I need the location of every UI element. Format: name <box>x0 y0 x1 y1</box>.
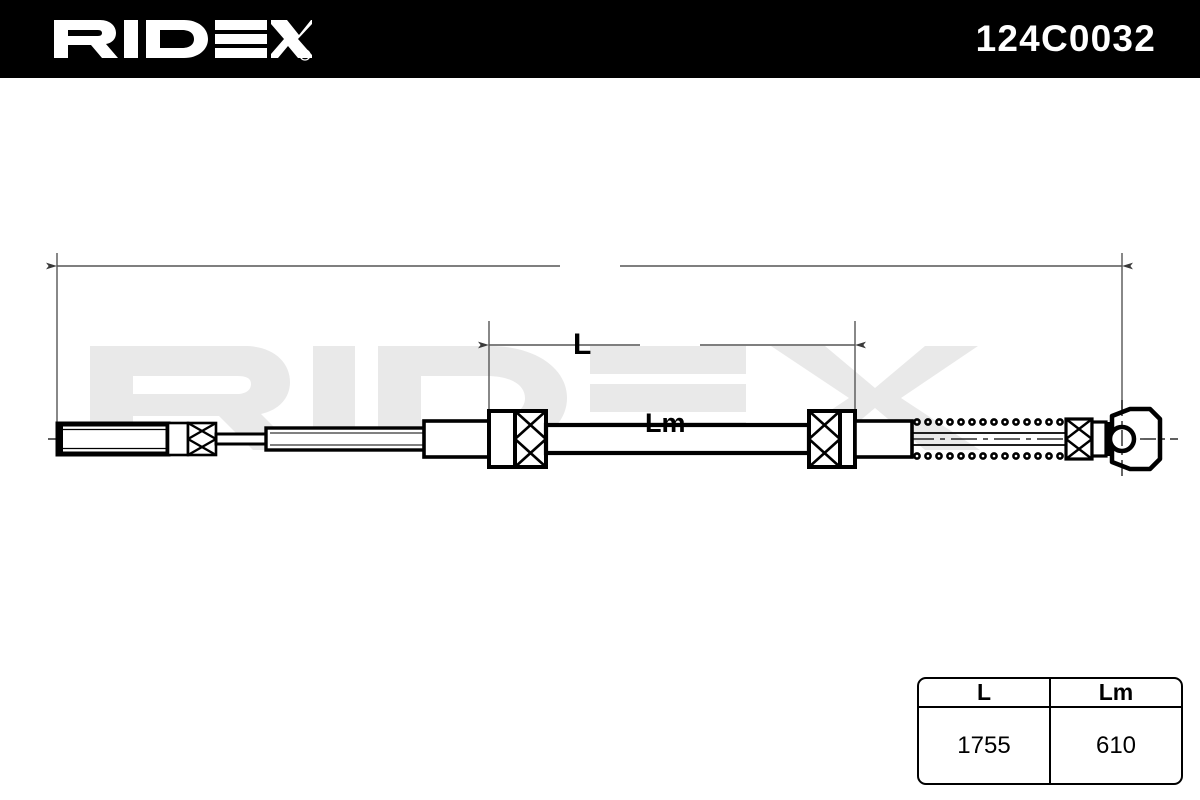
outer-sheath-medium <box>264 426 428 452</box>
dimension-label-L: L <box>573 328 592 361</box>
outer-sheath-main <box>543 422 812 456</box>
table-header-row: L Lm <box>919 679 1181 708</box>
table-header-L: L <box>919 679 1051 708</box>
threaded-end-left <box>55 421 171 457</box>
technical-drawing: L Lm <box>0 78 1200 800</box>
crosshatch-ferrule-left-small <box>166 421 218 457</box>
crosshatch-ferrule-end <box>1064 417 1114 461</box>
spec-table-head: L Lm <box>919 679 1181 708</box>
table-header-Lm: Lm <box>1050 679 1181 708</box>
spec-table: L Lm 1755 610 <box>917 677 1183 785</box>
outer-sheath-thick-right <box>853 419 914 459</box>
crosshatch-ferrule-right <box>807 409 857 469</box>
coil-spring-section <box>912 418 1066 460</box>
svg-text:R: R <box>302 53 307 60</box>
cable-drawing-svg <box>46 253 1178 478</box>
cable-strand-thin <box>214 432 270 446</box>
crosshatch-ferrule-left <box>487 409 548 469</box>
table-row: 1755 610 <box>919 707 1181 783</box>
dimension-label-Lm: Lm <box>645 408 686 438</box>
eyelet-terminal-right <box>1107 400 1178 478</box>
table-cell-L-value: 1755 <box>919 707 1051 783</box>
part-number: 124C0032 <box>975 18 1156 59</box>
table-cell-Lm-value: 610 <box>1095 731 1137 759</box>
outer-sheath-thick-left <box>422 419 492 459</box>
spec-table-body: 1755 610 <box>919 707 1181 783</box>
ridex-logo-icon: R <box>54 20 312 61</box>
ridex-logo: R <box>52 16 312 62</box>
header-bar: R 124C0032 <box>0 0 1200 78</box>
spec-table-grid: L Lm 1755 610 <box>919 679 1181 783</box>
